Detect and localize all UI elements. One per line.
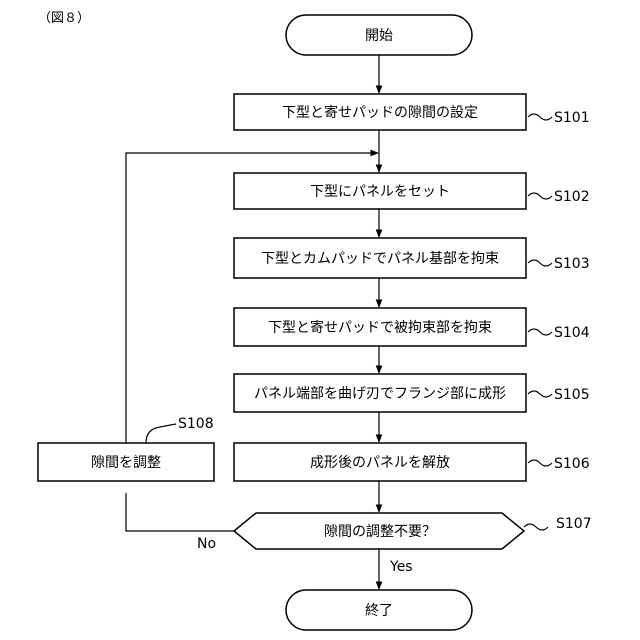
no-branch-line [126,493,234,531]
decision-text-s107: 隙間の調整不要？ [324,524,436,540]
step-text-s102: 下型にパネルをセット [310,184,450,200]
squiggle-s102 [528,193,552,199]
step-id-s105: S105 [554,387,590,403]
step-id-s106: S106 [554,456,590,472]
squiggle-s107 [524,524,548,530]
step-text-s101: 下型と寄せパッドの隙間の設定 [282,104,478,121]
step-text-s103: 下型とカムパッドでパネル基部を拘束 [261,250,499,267]
squiggle-s104 [528,329,552,335]
step-text-s106: 成形後のパネルを解放 [310,455,450,471]
squiggle-s103 [528,260,552,266]
yes-label: Yes [389,559,413,575]
step-text-s105: パネル端部を曲げ刃でフランジ部に成形 [254,386,506,402]
step-text-s104: 下型と寄せパッドで被拘束部を拘束 [268,319,492,336]
figure-label: （図８） [38,11,90,26]
step-id-s102: S102 [554,189,590,205]
squiggle-s101 [528,114,552,120]
step-id-s104: S104 [554,325,590,341]
end-label: 終了 [365,603,393,619]
squiggle-s108 [146,424,176,443]
squiggle-s105 [528,391,552,397]
step-text-s108: 隙間を調整 [91,455,161,471]
start-label: 開始 [365,28,393,44]
step-id-s103: S103 [554,256,590,272]
squiggle-s106 [528,460,552,466]
step-id-s101: S101 [554,110,590,126]
step-id-s108: S108 [178,416,214,432]
no-label: No [197,536,216,552]
decision-id-s107: S107 [556,516,592,532]
